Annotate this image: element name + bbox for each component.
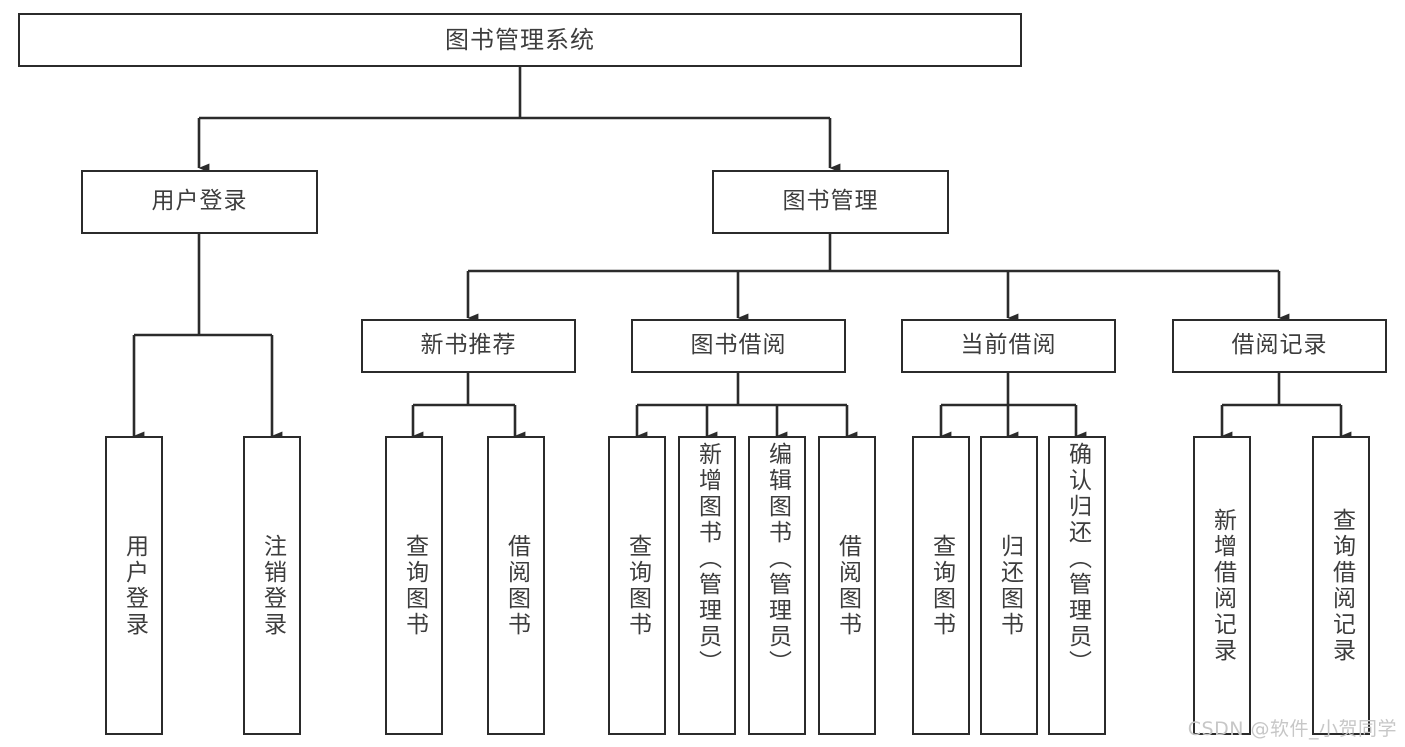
leaf-edit-book-admin[interactable]: 编辑图书（管理员） — [748, 436, 806, 735]
leaf-user-login[interactable]: 用户登录 — [105, 436, 163, 735]
leaf-logout[interactable]: 注销登录 — [243, 436, 301, 735]
node-label: 新增借阅记录 — [1209, 507, 1236, 664]
node-label: 用户登录 — [121, 533, 148, 638]
node-label: 查询图书 — [624, 533, 651, 638]
leaf-confirm-return-admin[interactable]: 确认归还（管理员） — [1048, 436, 1106, 735]
node-label: 图书管理系统 — [445, 25, 595, 54]
leaf-query-books-recommend[interactable]: 查询图书 — [385, 436, 443, 735]
node-label: 确认归还（管理员） — [1064, 442, 1091, 676]
node-label: 当前借阅 — [960, 332, 1057, 359]
node-label: 查询借阅记录 — [1328, 507, 1355, 664]
leaf-add-borrow-record[interactable]: 新增借阅记录 — [1193, 436, 1251, 735]
node-label: 借阅图书 — [834, 533, 861, 638]
node-new-book-recommendation[interactable]: 新书推荐 — [361, 319, 576, 373]
node-user-login[interactable]: 用户登录 — [81, 170, 318, 234]
leaf-query-books-borrow[interactable]: 查询图书 — [608, 436, 666, 735]
node-book-borrowing[interactable]: 图书借阅 — [631, 319, 846, 373]
node-label: 新书推荐 — [420, 332, 517, 359]
leaf-query-books-current[interactable]: 查询图书 — [912, 436, 970, 735]
csdn-watermark: CSDN @软件_小贺同学 — [1187, 718, 1397, 740]
node-label: 编辑图书（管理员） — [764, 442, 791, 676]
leaf-query-borrow-record[interactable]: 查询借阅记录 — [1312, 436, 1370, 735]
node-label: 图书借阅 — [690, 332, 787, 359]
node-borrowing-record[interactable]: 借阅记录 — [1172, 319, 1387, 373]
node-label: 新增图书（管理员） — [694, 442, 721, 676]
node-label: 用户登录 — [151, 188, 248, 215]
node-label: 归还图书 — [996, 533, 1023, 638]
leaf-borrow-books[interactable]: 借阅图书 — [818, 436, 876, 735]
node-root-book-management-system[interactable]: 图书管理系统 — [18, 13, 1022, 67]
leaf-return-books[interactable]: 归还图书 — [980, 436, 1038, 735]
node-label: 查询图书 — [928, 533, 955, 638]
leaf-borrow-books-recommend[interactable]: 借阅图书 — [487, 436, 545, 735]
node-label: 注销登录 — [259, 533, 286, 638]
node-current-borrowing[interactable]: 当前借阅 — [901, 319, 1116, 373]
node-book-management[interactable]: 图书管理 — [712, 170, 949, 234]
leaf-add-book-admin[interactable]: 新增图书（管理员） — [678, 436, 736, 735]
node-label: 借阅图书 — [503, 533, 530, 638]
node-label: 查询图书 — [401, 533, 428, 638]
node-label: 图书管理 — [782, 188, 879, 215]
node-label: 借阅记录 — [1231, 332, 1328, 359]
